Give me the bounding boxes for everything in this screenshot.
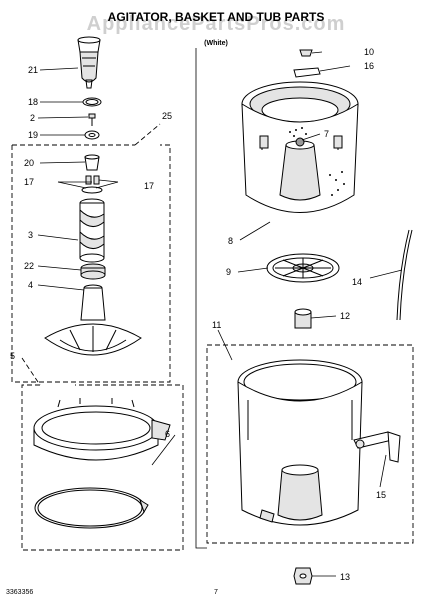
part-3-auger bbox=[79, 198, 105, 263]
label-part-6: 6 bbox=[165, 429, 170, 439]
label-part-8: 8 bbox=[228, 236, 233, 246]
part-19-washer bbox=[84, 130, 100, 140]
part-2-bolt bbox=[88, 113, 96, 126]
part-8-basket bbox=[241, 81, 359, 213]
part-17-dogs bbox=[81, 175, 103, 194]
part-22-ratchet bbox=[80, 263, 106, 280]
label-part-7: 7 bbox=[324, 129, 329, 139]
watermark: AppliancePartsPros.com bbox=[87, 13, 346, 35]
label-part-4: 4 bbox=[28, 280, 33, 290]
diagram-title: AGITATOR, BASKET AND TUB PARTS bbox=[108, 10, 325, 24]
part-15-hose bbox=[353, 431, 401, 463]
part-10-bolt bbox=[299, 49, 313, 57]
label-part-13: 13 bbox=[340, 572, 350, 582]
label-part-17-left: 17 bbox=[24, 177, 34, 187]
label-part-16: 16 bbox=[364, 61, 374, 71]
assembly-box-25 bbox=[11, 123, 171, 383]
assembly-box-11 bbox=[206, 344, 414, 544]
label-part-12: 12 bbox=[340, 311, 350, 321]
part-13-nut bbox=[293, 567, 313, 585]
label-part-21: 21 bbox=[28, 65, 38, 75]
center-guide-line bbox=[195, 48, 207, 549]
label-part-17-right: 17 bbox=[144, 181, 154, 191]
label-part-22: 22 bbox=[24, 261, 34, 271]
label-part-9: 9 bbox=[226, 267, 231, 277]
part-14-hose bbox=[396, 229, 413, 321]
label-part-2: 2 bbox=[30, 113, 35, 123]
part-21-dispenser bbox=[77, 36, 101, 89]
footer-part-number: 3363356 bbox=[6, 589, 33, 596]
label-part-3: 3 bbox=[28, 230, 33, 240]
part-20-cap bbox=[84, 154, 100, 171]
assembly-box-lower bbox=[21, 357, 184, 551]
label-part-10: 10 bbox=[364, 47, 374, 57]
label-part-20: 20 bbox=[24, 158, 34, 168]
label-part-5: 5 bbox=[10, 351, 15, 361]
part-5-balance-ring bbox=[33, 398, 171, 461]
footer-page-number: 7 bbox=[214, 589, 218, 596]
part-12-nut bbox=[294, 308, 312, 329]
diagram-subtitle: (White) bbox=[204, 40, 228, 47]
label-part-11: 11 bbox=[212, 320, 221, 330]
label-part-14: 14 bbox=[352, 277, 362, 287]
leader-lines bbox=[37, 51, 403, 577]
label-part-25: 25 bbox=[162, 111, 172, 121]
part-4-agitator-base bbox=[44, 284, 142, 356]
part-9-hub bbox=[266, 253, 340, 283]
label-part-19: 19 bbox=[28, 130, 38, 140]
part-11-tub bbox=[237, 359, 363, 526]
part-labels: 21 18 2 19 25 20 17 17 3 22 4 5 6 10 16 … bbox=[10, 47, 386, 582]
label-part-15: 15 bbox=[376, 490, 386, 500]
part-18-ring bbox=[82, 97, 102, 107]
part-6-clamp bbox=[34, 487, 149, 529]
part-16-clip bbox=[293, 67, 321, 78]
label-part-18: 18 bbox=[28, 97, 38, 107]
